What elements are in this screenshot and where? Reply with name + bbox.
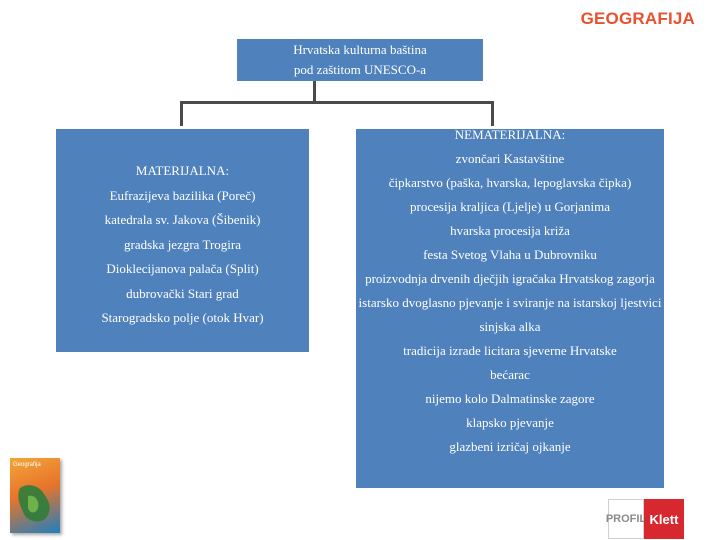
publisher-logo: PROFIL Klett — [606, 499, 684, 539]
immaterial-node: NEMATERIJALNA: zvončari Kastavštine čipk… — [356, 129, 664, 488]
immaterial-item: procesija kraljica (Ljelje) u Gorjanima — [410, 199, 610, 214]
immaterial-item: bećarac — [490, 367, 530, 382]
root-line-2: pod zaštitom UNESCO-a — [293, 62, 427, 77]
textbook-cover-image: Geografija — [10, 458, 60, 533]
connector-root — [313, 81, 316, 103]
material-item: Starogradsko polje (otok Hvar) — [101, 310, 264, 325]
root-line-1: Hrvatska kulturna baština — [293, 42, 427, 57]
connector-left — [180, 101, 183, 126]
root-node: Hrvatska kulturna baština pod zaštitom U… — [237, 39, 483, 81]
immaterial-item: tradicija izrade licitara sjeverne Hrvat… — [403, 343, 617, 358]
connector-horizontal — [180, 101, 494, 104]
immaterial-item: zvončari Kastavštine — [455, 151, 565, 166]
immaterial-item: nijemo kolo Dalmatinske zagore — [425, 391, 595, 406]
material-item: dubrovački Stari grad — [126, 285, 239, 301]
immaterial-item: čipkarstvo (paška, hvarska, lepoglavska … — [388, 175, 632, 190]
material-item: Eufrazijeva bazilika (Poreč) — [109, 187, 256, 203]
immaterial-item: istarsko dvoglasno pjevanje i sviranje n… — [358, 295, 662, 310]
textbook-title: Geografija — [13, 462, 41, 468]
material-heading: MATERIJALNA: — [135, 163, 230, 178]
connector-right — [491, 101, 494, 126]
immaterial-heading: NEMATERIJALNA: — [454, 129, 566, 142]
material-item: katedrala sv. Jakova (Šibenik) — [104, 212, 261, 227]
immaterial-item: proizvodnja drvenih dječjih igračaka Hrv… — [365, 271, 655, 286]
logo-profil: PROFIL — [606, 499, 646, 539]
map-illustration — [18, 485, 50, 522]
immaterial-item: sinjska alka — [479, 319, 541, 334]
material-node: MATERIJALNA: Eufrazijeva bazilika (Poreč… — [56, 129, 309, 352]
material-item: gradska jezgra Trogira — [124, 236, 241, 252]
immaterial-item: hvarska procesija križa — [450, 223, 570, 238]
immaterial-item: klapsko pjevanje — [466, 415, 554, 430]
immaterial-item: festa Svetog Vlaha u Dubrovniku — [423, 247, 597, 262]
logo-klett: Klett — [644, 499, 684, 539]
material-item: Dioklecijanova palača (Split) — [106, 261, 259, 276]
brand-title: GEOGRAFIJA — [580, 9, 695, 28]
immaterial-item: glazbeni izričaj ojkanje — [449, 439, 571, 454]
